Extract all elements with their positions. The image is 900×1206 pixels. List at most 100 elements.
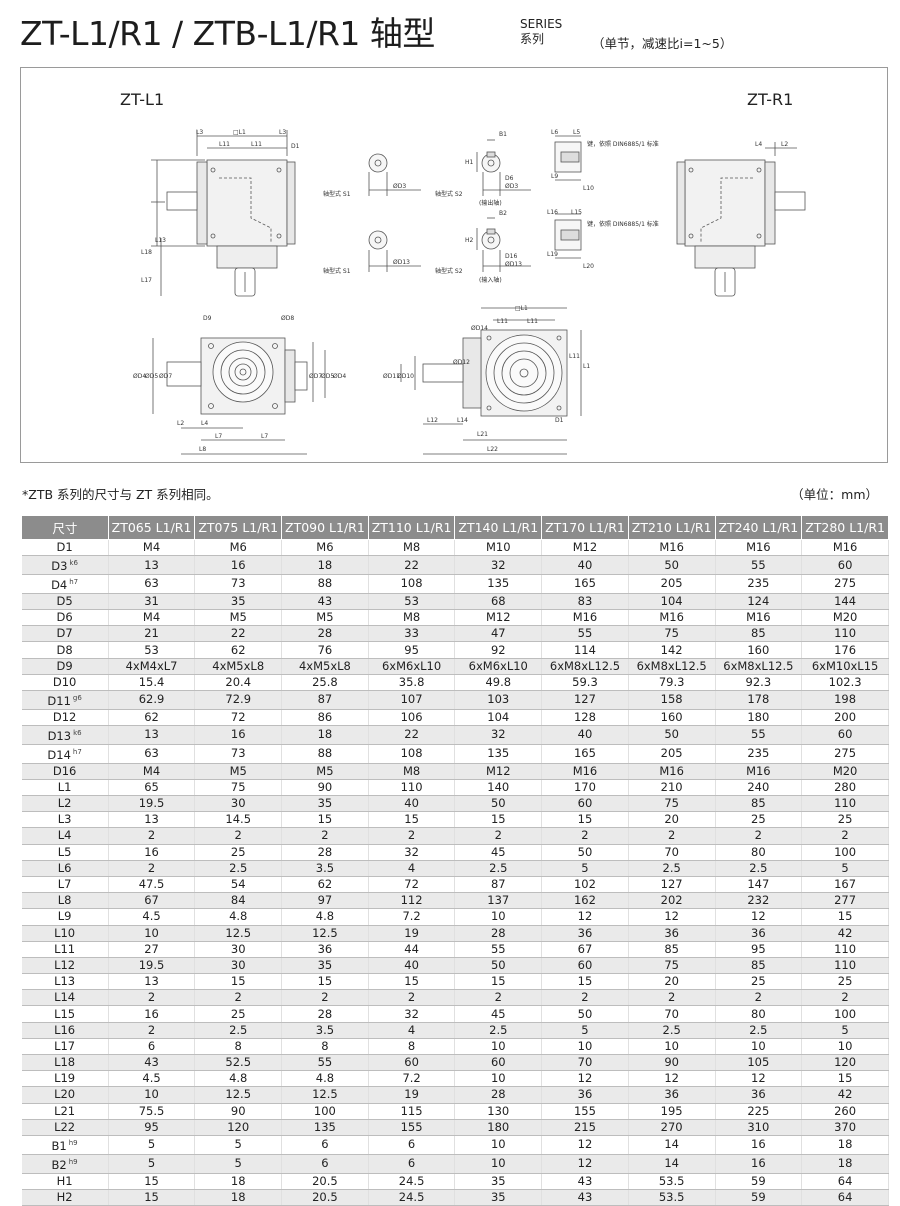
table-cell: 19.5 xyxy=(108,957,196,975)
dim-d3-s2: ØD3 xyxy=(505,183,518,190)
table-cell: 6xM6xL10 xyxy=(368,658,456,675)
table-cell: 10 xyxy=(454,908,543,926)
table-cell: M4 xyxy=(108,763,196,780)
table-cell: 3.5 xyxy=(281,1022,369,1039)
table-cell: 2.5 xyxy=(194,860,283,877)
table-cell: 6xM6xL10 xyxy=(454,658,543,675)
table-cell: 25 xyxy=(194,844,283,861)
table-cell: 4xM5xL8 xyxy=(281,658,369,675)
table-cell: 142 xyxy=(628,641,716,659)
table-cell: 127 xyxy=(628,876,716,894)
label-output-shaft: (输出轴) xyxy=(479,199,502,207)
table-cell: 14.5 xyxy=(194,811,283,829)
table-cell: 2 xyxy=(368,989,456,1007)
table-cell: 30 xyxy=(194,957,283,975)
label-s1-bottom: 轴型式 S1 xyxy=(323,267,351,275)
row-dimension-name: L13 xyxy=(21,973,109,991)
table-cell: 160 xyxy=(715,641,803,659)
table-cell: 20.5 xyxy=(281,1173,369,1190)
table-cell: 60 xyxy=(368,1054,456,1072)
table-cell: 40 xyxy=(541,555,629,576)
table-cell: 16 xyxy=(194,725,283,745)
row-dimension-name: L7 xyxy=(21,876,109,894)
table-cell: 2.5 xyxy=(194,1022,283,1039)
header-model: ZT240 L1/R1 xyxy=(714,515,803,540)
table-cell: 50 xyxy=(454,957,543,975)
table-cell: 55 xyxy=(715,725,803,745)
table-cell: 2 xyxy=(454,989,543,1007)
table-cell: 72 xyxy=(194,709,283,726)
dim-d5-left: ØD5 xyxy=(145,373,158,380)
table-cell: 19 xyxy=(368,1086,456,1104)
table-cell: 28 xyxy=(281,1005,369,1023)
table-cell: 10 xyxy=(715,1038,803,1056)
tolerance-sub: h9 xyxy=(68,1138,78,1147)
table-cell: 55 xyxy=(715,555,803,576)
table-cell: 4.5 xyxy=(108,1070,196,1088)
table-cell: 64 xyxy=(801,1173,889,1190)
table-cell: 8 xyxy=(194,1038,283,1056)
table-cell: 45 xyxy=(454,1005,543,1023)
dim-l4-front: L4 xyxy=(201,420,208,427)
table-cell: 30 xyxy=(194,795,283,813)
table-cell: 16 xyxy=(194,555,283,576)
table-cell: 20 xyxy=(628,811,716,829)
table-cell: 31 xyxy=(108,593,196,611)
table-cell: 4.8 xyxy=(281,1070,369,1088)
table-cell: 13 xyxy=(108,811,196,829)
table-cell: 43 xyxy=(541,1173,629,1190)
header-dimension: 尺寸 xyxy=(21,515,109,540)
table-cell: 7.2 xyxy=(368,1070,456,1088)
table-cell: 75 xyxy=(628,795,716,813)
table-cell: 205 xyxy=(628,744,716,764)
table-cell: 18 xyxy=(194,1189,283,1206)
tolerance-sub: g6 xyxy=(72,693,82,702)
table-cell: 4.5 xyxy=(108,908,196,926)
header-model: ZT075 L1/R1 xyxy=(194,515,283,540)
dim-d14: ØD14 xyxy=(471,325,488,332)
table-cell: 28 xyxy=(454,1086,543,1104)
table-cell: 137 xyxy=(454,892,543,910)
table-cell: 55 xyxy=(281,1054,369,1072)
table-cell: M16 xyxy=(628,763,716,780)
table-cell: 18 xyxy=(281,555,369,576)
table-cell: 260 xyxy=(801,1103,889,1120)
table-cell: M16 xyxy=(801,539,889,557)
table-cell: 110 xyxy=(801,941,889,958)
table-cell: M5 xyxy=(194,763,283,780)
table-cell: M16 xyxy=(715,609,803,627)
table-cell: 4 xyxy=(368,1022,456,1039)
table-cell: 12.5 xyxy=(281,1086,369,1104)
drawing-svg: L3 □L1 L3 L11 L11 D1 L17 L18 L13 B1 H1 D… xyxy=(133,129,806,455)
dim-d13-s1: ØD13 xyxy=(393,259,410,266)
table-cell: 102.3 xyxy=(801,674,889,691)
table-cell: 10 xyxy=(454,1154,543,1174)
tolerance-sub: h9 xyxy=(68,1157,78,1166)
table-cell: 50 xyxy=(628,725,716,745)
table-cell: 24.5 xyxy=(368,1173,456,1190)
table-cell: 85 xyxy=(715,795,803,813)
header-model: ZT210 L1/R1 xyxy=(627,515,716,540)
table-cell: 2 xyxy=(454,827,543,845)
table-cell: 70 xyxy=(628,844,716,861)
table-cell: 60 xyxy=(801,555,889,576)
table-cell: 16 xyxy=(108,844,196,861)
table-cell: 110 xyxy=(801,957,889,975)
table-cell: 10 xyxy=(454,1070,543,1088)
table-cell: 178 xyxy=(715,690,803,710)
table-cell: 28 xyxy=(454,925,543,942)
table-cell: 10 xyxy=(108,925,196,942)
table-cell: 15.4 xyxy=(108,674,196,691)
dim-l3-right: L3 xyxy=(279,129,286,136)
table-cell: M16 xyxy=(628,609,716,627)
row-dimension-name: D8 xyxy=(21,641,109,659)
table-cell: 180 xyxy=(454,1119,543,1136)
table-cell: M6 xyxy=(194,539,283,557)
